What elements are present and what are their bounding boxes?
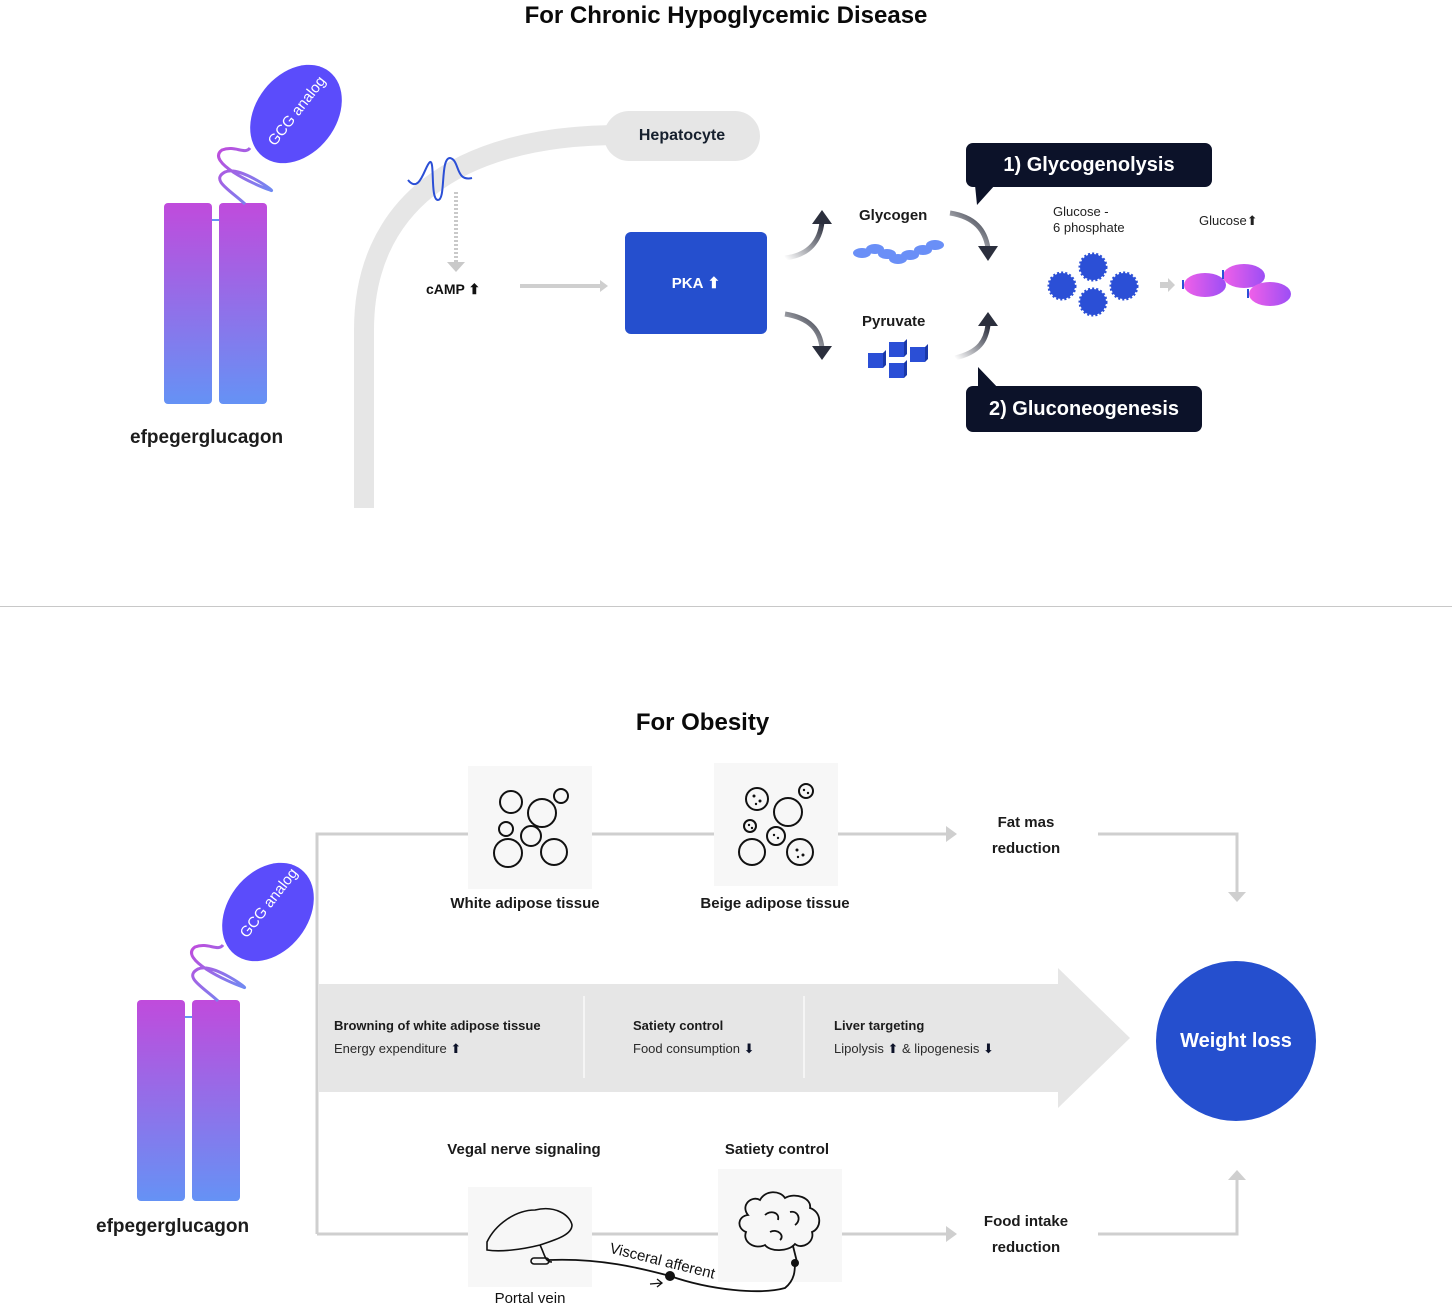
glucose-icon bbox=[1182, 264, 1291, 306]
g6p-label: Glucose - 6 phosphate bbox=[1053, 204, 1125, 236]
pyruvate-icon bbox=[868, 339, 928, 378]
band-item-liver: Liver targeting Lipolysis ⬆ & lipogenesi… bbox=[834, 1018, 994, 1057]
g6p-glucose-arrow bbox=[1160, 278, 1175, 292]
receptor-icon bbox=[164, 146, 274, 404]
band-sub: Energy expenditure ⬆ bbox=[334, 1041, 541, 1057]
beige-adipose-label: Beige adipose tissue bbox=[700, 895, 850, 912]
drug-name: efpegerglucagon bbox=[130, 427, 284, 448]
visceral-afferent-nerve bbox=[548, 1258, 796, 1293]
band-heading: Browning of white adipose tissue bbox=[334, 1018, 541, 1033]
white-adipose-icon bbox=[493, 788, 569, 868]
section1-title: For Chronic Hypoglycemic Disease bbox=[524, 2, 928, 29]
linker-icon bbox=[190, 943, 247, 1003]
curve-arrow-glycogenolysis bbox=[949, 210, 991, 249]
big-arrow-band bbox=[319, 968, 1130, 1108]
white-adipose-label: White adipose tissue bbox=[450, 895, 600, 912]
gluconeogenesis-bubble: 2) Gluconeogenesis bbox=[966, 386, 1202, 432]
curve-arrow-to-pyruvate bbox=[784, 311, 825, 349]
dotted-arrow-head bbox=[447, 262, 465, 272]
satiety-label: Satiety control bbox=[724, 1141, 830, 1158]
liver-icon bbox=[486, 1207, 573, 1252]
top-flow-line bbox=[315, 832, 470, 1234]
curve-arrow-to-glycogen bbox=[784, 221, 825, 261]
pka-box: PKA ⬆ bbox=[625, 232, 767, 334]
glycogen-icon bbox=[853, 240, 944, 264]
band-sub: Lipolysis ⬆ & lipogenesis ⬇ bbox=[834, 1041, 994, 1057]
nerve-node bbox=[665, 1271, 675, 1281]
vagal-label: Vegal nerve signaling bbox=[447, 1141, 601, 1158]
band-item-satiety: Satiety control Food consumption ⬇ bbox=[633, 1018, 754, 1057]
glycogen-label: Glycogen bbox=[859, 207, 928, 224]
section2-graphics bbox=[137, 826, 1246, 1242]
fat-mass-line2: reduction bbox=[991, 840, 1061, 857]
portal-vein-label: Portal vein bbox=[494, 1290, 566, 1307]
portal-vein-icon bbox=[530, 1257, 550, 1265]
band-sub-text-2: & lipogenesis bbox=[902, 1041, 980, 1056]
glucose-text: Glucose bbox=[1199, 213, 1247, 228]
linker-icon bbox=[217, 146, 274, 206]
beige-adipose-icon bbox=[738, 783, 814, 866]
arrow-to-fat-mass bbox=[946, 826, 957, 842]
hepatocyte-label: Hepatocyte bbox=[604, 111, 760, 161]
g6p-label-line1: Glucose - bbox=[1053, 204, 1109, 219]
section1-graphics bbox=[164, 64, 1291, 508]
band-heading: Liver targeting bbox=[834, 1018, 925, 1033]
pyruvate-label: Pyruvate bbox=[862, 313, 926, 330]
white-adipose-tile bbox=[468, 766, 592, 889]
up-arrow-icon: ⬆ bbox=[450, 1041, 462, 1056]
ligand-icon bbox=[250, 64, 342, 164]
down-arrow-icon: ⬇ bbox=[982, 1041, 994, 1056]
direction-arrow-icon bbox=[649, 1278, 664, 1288]
receptor-bar-right bbox=[219, 203, 267, 404]
pka-text: PKA bbox=[671, 274, 704, 292]
band-sub-text: Lipolysis bbox=[834, 1041, 884, 1056]
nerve-node bbox=[791, 1259, 799, 1267]
band-heading: Satiety control bbox=[633, 1018, 724, 1033]
liver-tile bbox=[468, 1187, 592, 1287]
up-arrow-icon: ⬆ bbox=[707, 275, 721, 292]
arrow-down-to-weight-loss bbox=[1228, 892, 1246, 902]
beige-adipose-tile bbox=[714, 763, 838, 886]
band-sub-text: Food consumption bbox=[633, 1041, 740, 1056]
membrane-receptor-icon bbox=[407, 156, 473, 202]
section2-title: For Obesity bbox=[635, 709, 770, 736]
up-arrow-icon: ⬆ bbox=[1246, 213, 1258, 228]
bubble-tail-2 bbox=[978, 367, 1000, 390]
glucose-label: Glucose⬆ bbox=[1199, 213, 1258, 229]
cell-membrane bbox=[354, 125, 700, 508]
arrow-up-to-weight-loss bbox=[1228, 1170, 1246, 1180]
arrow-to-food-intake bbox=[946, 1226, 957, 1242]
g6p-label-line2: 6 phosphate bbox=[1053, 220, 1125, 235]
band-item-browning: Browning of white adipose tissue Energy … bbox=[334, 1018, 541, 1057]
ligand-icon bbox=[222, 862, 314, 962]
camp-label: cAMP ⬆ bbox=[426, 281, 480, 298]
band-sub-text: Energy expenditure bbox=[334, 1041, 447, 1056]
food-intake-reduction-label: Food intake reduction bbox=[966, 1209, 1086, 1261]
receptor-bar-left bbox=[164, 203, 212, 404]
fat-mass-line1: Fat mas bbox=[997, 814, 1055, 831]
section-divider bbox=[0, 606, 1452, 607]
weight-loss-circle: Weight loss bbox=[1156, 961, 1316, 1121]
food-intake-line1: Food intake bbox=[983, 1213, 1069, 1230]
up-arrow-icon: ⬆ bbox=[887, 1041, 899, 1056]
curve-arrow-gluconeogenesis bbox=[954, 324, 991, 361]
band-sub: Food consumption ⬇ bbox=[633, 1041, 754, 1057]
food-intake-line2: reduction bbox=[991, 1239, 1061, 1256]
up-arrow-icon: ⬆ bbox=[468, 281, 481, 297]
bubble-tail-1 bbox=[975, 185, 995, 205]
down-arrow-icon: ⬇ bbox=[743, 1041, 755, 1056]
drug-name: efpegerglucagon bbox=[96, 1216, 250, 1237]
glycogenolysis-bubble: 1) Glycogenolysis bbox=[966, 143, 1212, 187]
brain-icon bbox=[738, 1191, 821, 1263]
fat-mass-reduction-label: Fat mas reduction bbox=[966, 810, 1086, 862]
receptor-icon bbox=[137, 943, 247, 1201]
glucose-6-phosphate-icon bbox=[1047, 252, 1139, 317]
camp-text: cAMP bbox=[426, 281, 465, 297]
